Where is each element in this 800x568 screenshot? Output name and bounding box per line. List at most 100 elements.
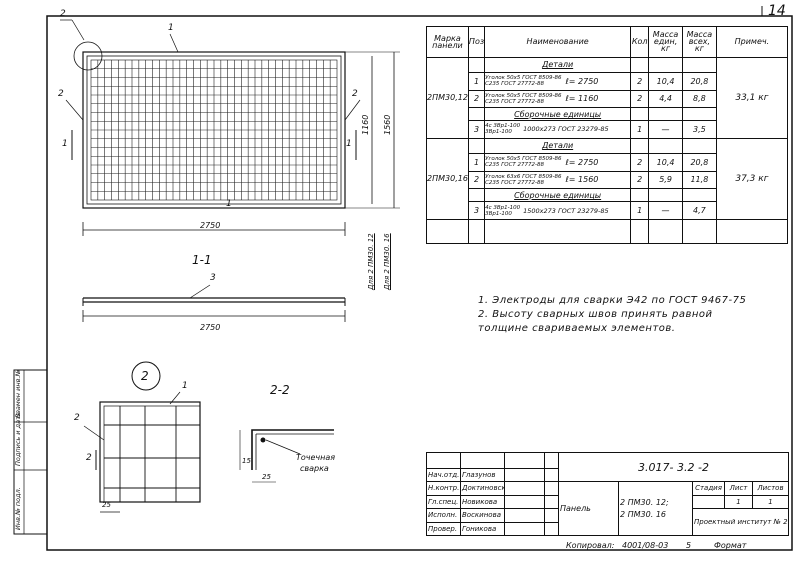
row-mass-unit: 4,4 [648,89,683,109]
plan-callout-2-left: 2 [58,89,64,99]
copied-value: 4001/08-03 [622,541,669,550]
name-0: Глазунов [460,467,505,483]
item-value-1: 2 ПМ30. 12; [620,497,669,507]
stage-header: Стадия [692,481,725,496]
item-label: Панель [558,481,619,536]
row-name-bottom: С235 ГОСТ 27772-88 [485,179,545,186]
row-length: ℓ= 1160 [565,94,599,104]
note-1: 1. Электроды для сварки Э42 по ГОСТ 9467… [478,295,747,306]
group1-title-details: Детали [484,56,632,74]
row-name-bottom: С235 ГОСТ 27772-88 [485,98,545,105]
name-2: Новикова [460,494,505,510]
plan-callout-2-right: 2 [352,89,358,99]
row-mass-total: 20,8 [681,72,717,91]
side-stamp-replace: Взамен инв.№ [14,369,22,418]
row-name-mid: 1500х273 ГОСТ 23279-85 [523,206,609,215]
group2-title-assemblies: Сборочные единицы [484,188,632,203]
row-qty: 2 [630,72,650,91]
row-mass-unit: 10,4 [648,72,683,91]
row-pos: 1 [467,72,486,91]
section-1-1-pos: 3 [210,273,216,283]
plan-width-dim: 2750 [200,221,221,230]
row-name-bottom: 3Вр1-100 [485,210,512,217]
detail-2-pos1: 1 [182,381,188,391]
name-1: Доктиновский [460,481,505,496]
row-mass-total: 11,8 [681,170,717,190]
hdr-note: Примеч. [715,26,789,58]
weld-label-1: Точечная [296,453,336,462]
row-qty: 2 [630,170,650,190]
copied-label: Копировал: [566,541,615,550]
title-block: 3.017- 3.2 -2 Нач.отд. Глазунов Н.контр.… [426,451,790,536]
section-mark-right: 1 [346,139,352,149]
row-mass-unit: — [648,201,683,220]
row-mass-total: 3,5 [681,120,717,139]
weld-label-2: сварка [300,464,329,473]
footer-format: Формат [714,541,747,550]
plan-callout-1-bottom: 1 [226,199,232,209]
section-1-1-title: 1-1 [192,253,212,267]
row-length: ℓ= 1560 [565,175,599,185]
row-length: ℓ= 2750 [565,76,599,86]
row-name-top: 4с 3Вр1-100 [485,123,521,130]
row-qty: 1 [630,201,650,220]
name-3: Воскинова [460,508,505,523]
row-pos: 3 [467,120,486,139]
row-mass-total: 20,8 [681,153,717,172]
role-0: Нач.отд. [426,467,461,483]
hdr-mass-unit: Масса един, кг [648,26,683,58]
plan-callout-1-top: 1 [168,23,174,33]
hdr-name: Наименование [484,26,632,58]
sheet-number: 14 [768,3,786,19]
variant-b-label: Для 2 ПМ30. 16 [383,233,391,290]
section-2-2-title: 2-2 [270,383,290,397]
detail-2-dim: 25 [102,501,111,509]
org-name: Проектный институт № 2 [691,508,790,536]
role-1: Н.контр. [426,481,461,496]
row-mass-unit: 5,9 [648,170,683,190]
doc-code: 3.017- 3.2 -2 [557,451,790,483]
row-length: ℓ= 2750 [565,157,599,167]
plan-height-dim-b: 1560 [383,114,392,135]
note-2: 2. Высоту сварных швов принять равной [478,309,713,320]
group2-total: 37,3 кг [715,137,789,220]
row-name-bottom: С235 ГОСТ 27772-88 [485,81,545,88]
variant-a-label: Для 2 ПМ30. 12 [367,233,375,290]
row-mass-unit: — [648,120,683,139]
side-stamp-inv: Инв.№ подл. [14,487,22,530]
section-mark-left: 1 [62,139,68,149]
group1-title-assemblies: Сборочные единицы [484,107,632,122]
section-2-2-dim-w: 25 [262,473,271,481]
row-mass-total: 8,8 [681,89,717,109]
sheets-header: Листов [751,481,790,496]
row-name-top: 4с 3Вр1-100 [485,204,521,211]
detail-2-section-mark: 2 [86,453,92,463]
group2-mark: 2ПМ30,16 [426,137,469,220]
row-qty: 2 [630,153,650,172]
side-stamp-sign: Подпись и дата [14,412,22,466]
role-2: Гл.спец. [426,494,461,510]
footer-sheet-no: 5 [686,541,692,550]
group1-mark: 2ПМ30,12 [426,56,469,139]
row-pos: 2 [467,170,486,190]
hdr-mass-total: Масса всех, кг [681,26,717,58]
row-qty: 2 [630,89,650,109]
role-3: Исполн. [426,508,461,523]
row-name-top: Уголок 63х6 ГОСТ 8509-86 [485,173,562,180]
group1-total: 33,1 кг [715,56,789,139]
detail-2-label: 2 [141,369,149,383]
hdr-pos: Поз [467,26,486,58]
sheets-value: 1 [751,494,790,510]
plan-height-dim-a: 1160 [361,114,370,135]
row-name-top: Уголок 50х5 ГОСТ 8509-86 [485,75,562,82]
row-pos: 3 [467,201,486,220]
group2-title-details: Детали [484,137,632,155]
row-mass-total: 4,7 [681,201,717,220]
section-2-2-dim-h: 15 [242,457,251,465]
row-name-bottom: 3Вр1-100 [485,129,512,136]
name-4: Гоникова [460,521,505,536]
spec-table: Марка панели Поз Наименование Кол Масса … [426,26,789,245]
